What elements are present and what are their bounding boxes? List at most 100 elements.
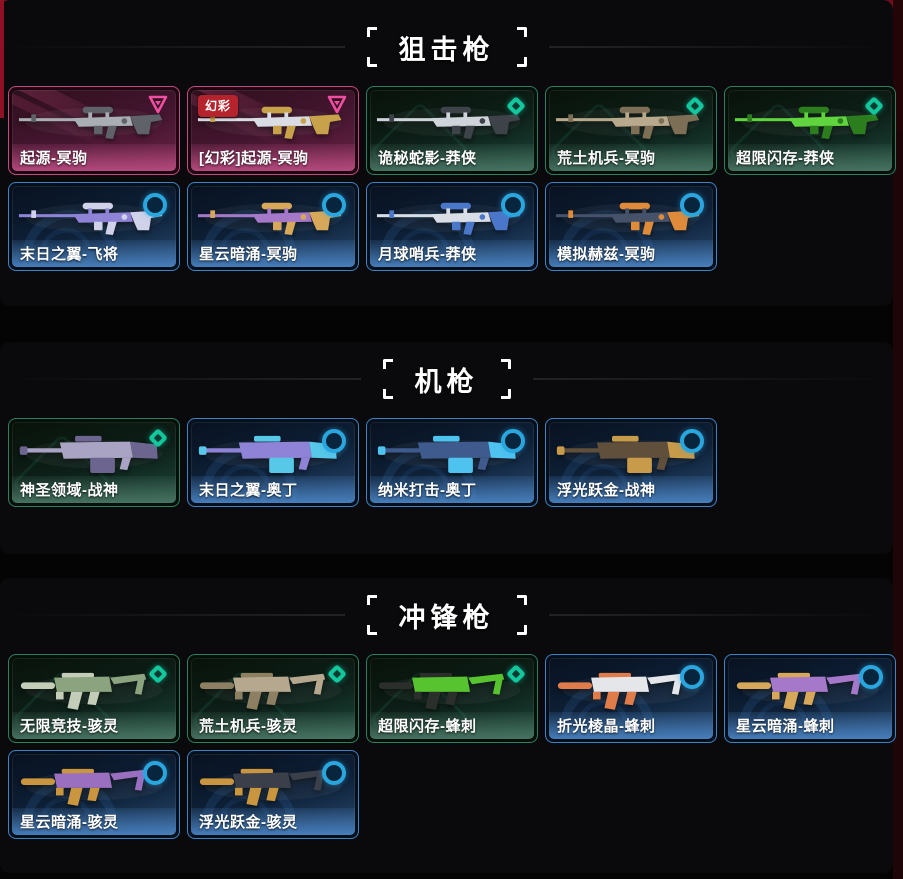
bracket-corner	[516, 57, 527, 67]
weapon-image	[734, 93, 886, 149]
weapon-image	[18, 425, 170, 481]
skin-card[interactable]: 月球哨兵-莽侠	[366, 182, 538, 271]
bracket-decoration-right	[513, 595, 527, 635]
skin-label-bar: 浮光跃金-骇灵	[191, 808, 355, 835]
tier-icon-ring	[322, 761, 346, 785]
tier-icon-ring	[322, 429, 346, 453]
card-row: 末日之翼-飞将 星云暗涌-冥驹 月球哨兵-莽侠	[0, 182, 893, 271]
tier-icon-ring	[680, 429, 704, 453]
weapon-image	[197, 93, 349, 149]
skin-label-bar: 星云暗涌-骇灵	[12, 808, 176, 835]
skin-card[interactable]: 星云暗涌-骇灵	[8, 750, 180, 839]
skin-label-bar: 末日之翼-飞将	[12, 240, 176, 267]
tier-icon-ring	[322, 193, 346, 217]
skin-card[interactable]: 幻彩 [幻彩]起源-冥驹	[187, 86, 359, 175]
skin-card[interactable]: 末日之翼-奥丁	[187, 418, 359, 507]
skin-label-bar: 月球哨兵-莽侠	[370, 240, 534, 267]
header-divider-line	[0, 378, 361, 380]
card-rows: 起源-冥驹 幻彩 [幻彩]起源-冥驹 诡秘蛇影-莽侠	[0, 86, 896, 271]
card-rows: 神圣领域-战神 末日之翼-奥丁 纳米打击-奥丁	[0, 418, 893, 507]
card-rows: 无限竞技-骇灵 荒土机兵-骇灵 超限闪存-蜂刺	[0, 654, 896, 839]
skin-card-body: 起源-冥驹	[12, 90, 176, 171]
skin-card[interactable]: 神圣领域-战神	[8, 418, 180, 507]
skin-card[interactable]: 星云暗涌-冥驹	[187, 182, 359, 271]
section-header: 冲锋枪	[0, 590, 893, 640]
skin-card[interactable]: 末日之翼-飞将	[8, 182, 180, 271]
weapon-image	[376, 661, 528, 717]
skin-card[interactable]: 纳米打击-奥丁	[366, 418, 538, 507]
skin-name: [幻彩]起源-冥驹	[199, 150, 309, 167]
bracket-corner	[382, 389, 393, 399]
skin-name: 荒土机兵-骇灵	[199, 718, 298, 735]
bracket-corner	[382, 359, 393, 369]
section-title: 机枪	[414, 366, 479, 397]
skin-name: 星云暗涌-蜂刺	[736, 718, 835, 735]
bracket-decoration-left	[366, 27, 381, 67]
weapon-image	[197, 425, 349, 481]
weapon-section-panel-1: 机枪 神圣领域-战神 末日之翼-奥丁	[0, 342, 893, 554]
bracket-corner	[500, 389, 511, 399]
skin-card-body: 诡秘蛇影-莽侠	[370, 90, 534, 171]
weapon-image	[18, 93, 170, 149]
skin-label-bar: 纳米打击-奥丁	[370, 476, 534, 503]
skin-name: 末日之翼-奥丁	[199, 482, 298, 499]
skin-card[interactable]: 浮光跃金-骇灵	[187, 750, 359, 839]
tier-icon-ring	[143, 193, 167, 217]
skin-card[interactable]: 超限闪存-莽侠	[724, 86, 896, 175]
tier-icon-ring	[680, 665, 704, 689]
tier-icon-ring	[143, 761, 167, 785]
skin-name: 浮光跃金-骇灵	[199, 814, 298, 831]
skin-label-bar: 模拟赫兹-冥驹	[549, 240, 713, 267]
skin-card-body: 超限闪存-莽侠	[728, 90, 892, 171]
tier-icon-ring	[501, 429, 525, 453]
skin-card[interactable]: 荒土机兵-冥驹	[545, 86, 717, 175]
tier-icon-triangle	[147, 95, 169, 115]
bracket-corner	[500, 359, 511, 369]
skin-name: 无限竞技-骇灵	[20, 718, 119, 735]
skin-name: 模拟赫兹-冥驹	[557, 246, 656, 263]
section-title: 冲锋枪	[398, 602, 495, 633]
skin-card[interactable]: 无限竞技-骇灵	[8, 654, 180, 743]
tier-icon-ring	[859, 665, 883, 689]
skin-card-body: 折光棱晶-蜂刺	[549, 658, 713, 739]
skin-label-bar: 星云暗涌-蜂刺	[728, 712, 892, 739]
skin-name: 诡秘蛇影-莽侠	[378, 150, 477, 167]
bracket-corner	[366, 57, 377, 67]
skin-card[interactable]: 荒土机兵-骇灵	[187, 654, 359, 743]
skin-label-bar: 浮光跃金-战神	[549, 476, 713, 503]
skin-card[interactable]: 模拟赫兹-冥驹	[545, 182, 717, 271]
tier-icon-ring	[680, 193, 704, 217]
skin-label-bar: 折光棱晶-蜂刺	[549, 712, 713, 739]
bracket-decoration-left	[366, 595, 381, 635]
skin-card-body: 月球哨兵-莽侠	[370, 186, 534, 267]
skin-name: 神圣领域-战神	[20, 482, 119, 499]
skin-card-body: 无限竞技-骇灵	[12, 658, 176, 739]
skin-card[interactable]: 诡秘蛇影-莽侠	[366, 86, 538, 175]
skin-name: 浮光跃金-战神	[557, 482, 656, 499]
skin-card[interactable]: 起源-冥驹	[8, 86, 180, 175]
skin-card[interactable]: 折光棱晶-蜂刺	[545, 654, 717, 743]
skin-card[interactable]: 超限闪存-蜂刺	[366, 654, 538, 743]
header-divider-line	[0, 46, 345, 48]
red-accent-strip	[0, 0, 4, 118]
skin-card-body: 神圣领域-战神	[12, 422, 176, 503]
weapon-section-panel-0: 狙击枪 起源-冥驹 幻彩 [幻彩]起源-冥驹	[0, 0, 896, 306]
skin-name: 超限闪存-莽侠	[736, 150, 835, 167]
weapon-image	[376, 189, 528, 245]
section-title: 狙击枪	[398, 34, 495, 65]
red-edge-column	[893, 0, 903, 879]
variant-badge: 幻彩	[198, 95, 239, 117]
weapon-image	[734, 661, 886, 717]
skin-name: 星云暗涌-冥驹	[199, 246, 298, 263]
skin-card[interactable]: 浮光跃金-战神	[545, 418, 717, 507]
skin-label-bar: 荒土机兵-冥驹	[549, 144, 713, 171]
skin-card[interactable]: 星云暗涌-蜂刺	[724, 654, 896, 743]
weapon-image	[555, 425, 707, 481]
skin-card-body: 超限闪存-蜂刺	[370, 658, 534, 739]
skin-label-bar: 末日之翼-奥丁	[191, 476, 355, 503]
card-row: 无限竞技-骇灵 荒土机兵-骇灵 超限闪存-蜂刺	[0, 654, 896, 743]
header-divider-line	[0, 614, 345, 616]
weapon-image	[197, 661, 349, 717]
skin-label-bar: 起源-冥驹	[12, 144, 176, 171]
